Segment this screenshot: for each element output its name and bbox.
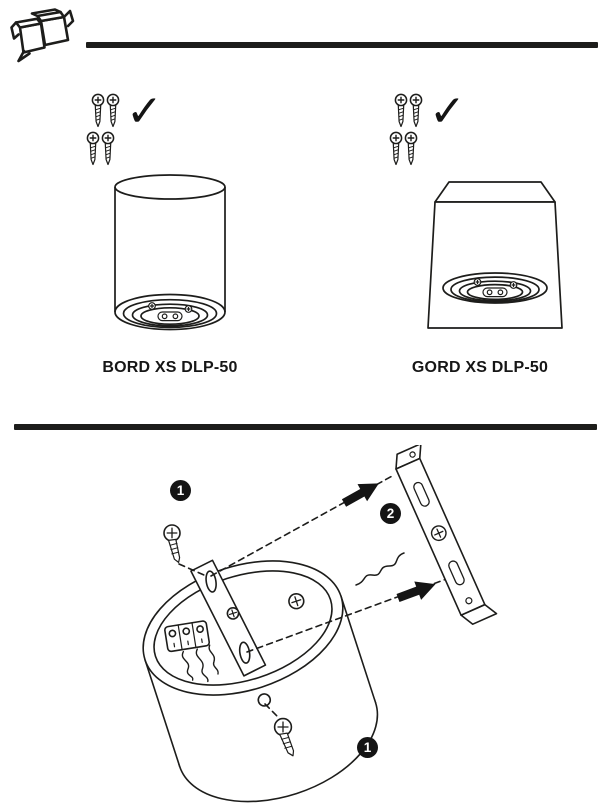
insert-direction-arrow-icon: [396, 581, 436, 603]
checkmark-icon: ✓: [126, 86, 163, 137]
assembly-section: 1 2 1: [0, 445, 611, 809]
mounting-screws-icon: [84, 92, 126, 172]
header-rule: [86, 42, 598, 48]
mounting-screws-icon: [387, 92, 429, 172]
product-label-gord: GORD XS DLP-50: [411, 359, 549, 376]
package-boxes-icon: [10, 6, 80, 64]
insert-direction-arrow-icon: [341, 483, 379, 507]
assembly-diagram: [142, 445, 498, 803]
section-divider: [14, 424, 597, 430]
product-bord: ✓: [60, 90, 280, 382]
checkmark-icon: ✓: [429, 86, 466, 137]
cube-downlight-illustration: [425, 176, 565, 351]
step-badge-1: 1: [170, 480, 191, 501]
product-label-bord: BORD XS DLP-50: [102, 359, 238, 376]
step-badge-2: 2: [380, 503, 401, 524]
product-gord: ✓: [375, 90, 585, 382]
step-badge-1-bottom: 1: [357, 737, 378, 758]
cylinder-downlight-illustration: [95, 172, 245, 364]
